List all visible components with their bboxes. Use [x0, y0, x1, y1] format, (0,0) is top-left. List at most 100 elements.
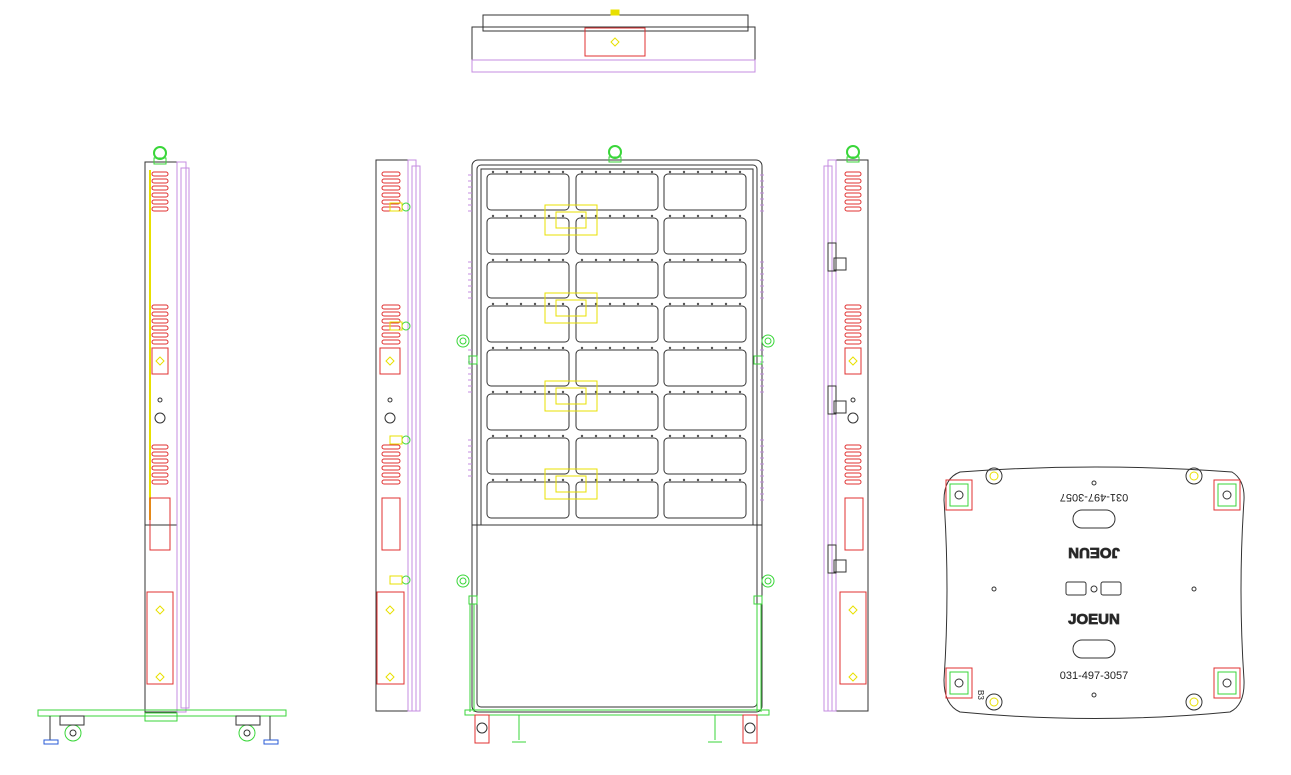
- screw-dot: [710, 214, 714, 218]
- screw-dot: [668, 346, 672, 350]
- module-cell: [575, 261, 659, 299]
- vent-slot: [381, 178, 401, 184]
- screw-dot: [533, 170, 537, 174]
- screw-dot: [650, 258, 654, 262]
- screw-dot: [668, 478, 672, 482]
- screw-dot: [561, 258, 565, 262]
- vent-slot: [844, 479, 862, 485]
- screw-dot: [636, 302, 640, 306]
- screw-dot: [580, 478, 584, 482]
- screw-dot: [608, 302, 612, 306]
- screw-dot: [738, 434, 742, 438]
- screw-dot: [580, 258, 584, 262]
- screw-dot: [622, 302, 626, 306]
- screw-dot: [668, 302, 672, 306]
- screw-dot: [738, 258, 742, 262]
- connector-inner: [555, 299, 587, 317]
- screw-dot: [533, 434, 537, 438]
- screw-dot: [682, 170, 686, 174]
- vent-slot: [844, 325, 862, 331]
- plate-lug-inner: [1189, 471, 1199, 481]
- vent-slot: [381, 444, 401, 450]
- vent-slot: [151, 325, 169, 331]
- plate-side-mark: B3: [976, 690, 985, 700]
- front-view: [456, 145, 775, 744]
- vent-slot: [151, 339, 169, 345]
- screw-dot: [738, 478, 742, 482]
- screw-dot: [594, 258, 598, 262]
- vent-slot: [381, 185, 401, 191]
- module-cell: [486, 437, 570, 475]
- screw-dot: [561, 434, 565, 438]
- screw-dot: [696, 346, 700, 350]
- vent-slot: [381, 199, 401, 205]
- module-cell: [663, 349, 747, 387]
- module-cell: [486, 217, 570, 255]
- vent-slot: [151, 199, 169, 205]
- middle-side-view: [375, 159, 421, 712]
- caster-bolt: [1222, 678, 1232, 688]
- screw-dot: [696, 390, 700, 394]
- screw-dot: [608, 258, 612, 262]
- vent-slot: [844, 311, 862, 317]
- screw-dot: [491, 302, 495, 306]
- screw-dot: [636, 214, 640, 218]
- screw-dot: [505, 170, 509, 174]
- screw-dot: [533, 390, 537, 394]
- caster-mount-inner: [949, 671, 969, 695]
- screw-dot: [547, 346, 551, 350]
- caster-mount: [1213, 667, 1241, 699]
- vent-slot: [151, 465, 169, 471]
- module-cell: [663, 437, 747, 475]
- screw-dot: [505, 302, 509, 306]
- screw-dot: [547, 214, 551, 218]
- vent-slot: [844, 472, 862, 478]
- screw-dot: [724, 214, 728, 218]
- screw-dot: [580, 170, 584, 174]
- plate-lug-inner: [989, 471, 999, 481]
- screw-dot: [561, 214, 565, 218]
- vent-slot: [844, 444, 862, 450]
- plate-lug: [1185, 693, 1203, 711]
- screw-dot: [594, 346, 598, 350]
- screw-dot: [547, 390, 551, 394]
- screw-dot: [636, 390, 640, 394]
- screw-dot: [724, 346, 728, 350]
- vent-slot: [151, 458, 169, 464]
- screw-dot: [594, 434, 598, 438]
- screw-dot: [710, 258, 714, 262]
- screw-dot: [519, 390, 523, 394]
- vent-slot: [151, 206, 169, 212]
- screw-dot: [710, 478, 714, 482]
- screw-dot: [594, 170, 598, 174]
- screw-dot: [724, 170, 728, 174]
- vent-slot: [381, 458, 401, 464]
- top-view: [471, 9, 756, 73]
- module-cell: [575, 305, 659, 343]
- module-cell: [663, 261, 747, 299]
- vent-slot: [381, 332, 401, 338]
- vent-slot: [844, 178, 862, 184]
- screw-dot: [622, 346, 626, 350]
- plate-brand: JOEUN: [1068, 611, 1120, 628]
- screw-dot: [650, 478, 654, 482]
- screw-dot: [710, 302, 714, 306]
- screw-dot: [547, 170, 551, 174]
- screw-dot: [547, 302, 551, 306]
- screw-dot: [682, 214, 686, 218]
- vent-slot: [381, 192, 401, 198]
- screw-dot: [608, 170, 612, 174]
- module-cell: [663, 173, 747, 211]
- connector-outline: [544, 204, 598, 236]
- plate-brand-mirrored: JOEUN: [1068, 544, 1120, 561]
- screw-dot: [561, 302, 565, 306]
- screw-dot: [636, 346, 640, 350]
- caster-mount: [945, 479, 973, 511]
- screw-dot: [636, 258, 640, 262]
- screw-dot: [491, 390, 495, 394]
- vent-slot: [151, 451, 169, 457]
- screw-dot: [650, 390, 654, 394]
- module-cell: [486, 349, 570, 387]
- screw-dot: [696, 170, 700, 174]
